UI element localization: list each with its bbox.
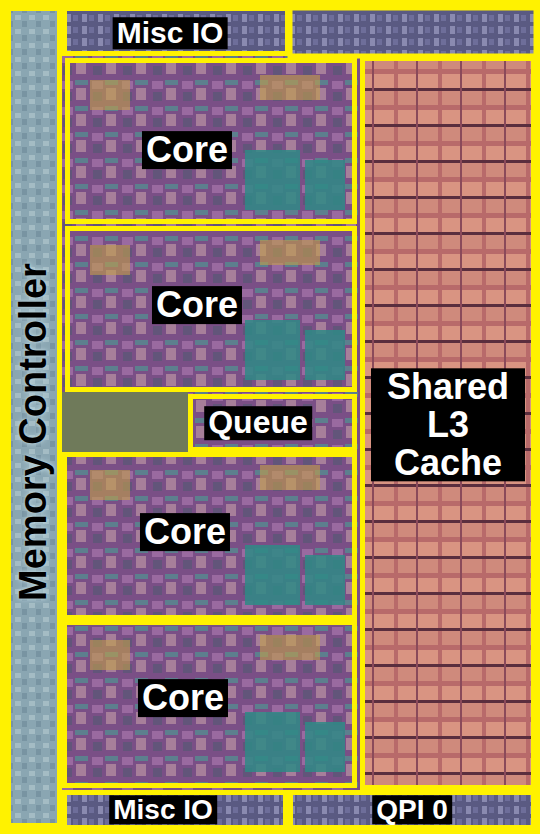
memory-controller-region: Memory Controller xyxy=(6,6,62,828)
region-label: Misc IO xyxy=(113,17,228,49)
region-label: Memory Controller xyxy=(14,263,54,601)
io-region: Misc IO xyxy=(62,790,288,830)
region-label: Core xyxy=(140,513,230,551)
qpi-region: QPI 0 xyxy=(288,790,536,830)
core-region: Core xyxy=(62,452,357,620)
queue-region: Queue xyxy=(188,394,357,452)
core-region: Core xyxy=(62,620,357,788)
region-label: Core xyxy=(152,286,242,324)
core-region: Core xyxy=(65,58,357,224)
cache-region: Shared L3 Cache xyxy=(360,56,536,790)
region-label: Shared L3 Cache xyxy=(371,368,525,481)
region-label: Core xyxy=(142,131,232,169)
region-label: Queue xyxy=(204,406,312,440)
core-region: Core xyxy=(65,226,357,392)
region-label: Misc IO xyxy=(109,795,217,824)
region-label: QPI 0 xyxy=(372,795,452,824)
io-region: Misc IO xyxy=(62,6,290,56)
region-label: Core xyxy=(138,679,228,717)
